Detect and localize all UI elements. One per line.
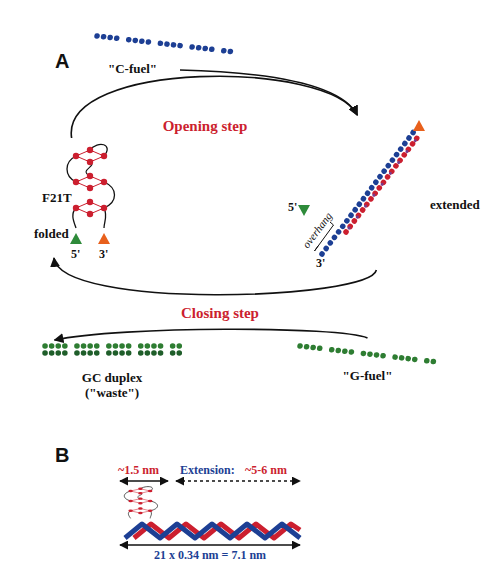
step-label: Opening step	[145, 118, 265, 135]
node-label: F21T	[42, 190, 82, 205]
state-box: F21T folded	[32, 138, 120, 258]
five-prime-marker	[70, 233, 82, 244]
node-label: extended	[430, 197, 482, 212]
state-box: extended	[290, 115, 482, 270]
state-box: "G-fuel"	[295, 338, 440, 384]
g-fuel-strand	[300, 346, 437, 362]
three-prime-marker	[413, 120, 425, 131]
gc-duplex-strand	[45, 350, 180, 356]
annotation: 5'	[71, 247, 80, 261]
node-label: GC duplex ("waste")	[73, 370, 151, 400]
cycle-arrow	[55, 329, 368, 340]
cycle-arrow	[180, 70, 357, 115]
step-label: Closing step	[160, 305, 280, 322]
c-fuel-strand	[97, 36, 235, 52]
f21t-strand-accent	[349, 137, 418, 228]
quadruplex-small	[124, 487, 157, 519]
dimension-arrow	[120, 480, 168, 481]
gc-duplex-strand	[45, 343, 180, 349]
state-box: GC duplex ("waste")	[40, 340, 185, 404]
five-prime-marker	[298, 205, 310, 216]
panel-letter: B	[55, 444, 69, 466]
panel-letter: A	[55, 50, 69, 72]
three-prime-marker	[98, 233, 110, 244]
cycle-arrow	[71, 76, 357, 138]
c-strand	[322, 130, 415, 254]
node-label: folded	[34, 226, 79, 241]
annotation: ~5-6 nm	[245, 463, 287, 477]
annotation: 5'	[288, 200, 297, 214]
annotation: Extension:	[180, 463, 235, 477]
state-box: "C-fuel"	[85, 60, 180, 80]
quadruplex	[67, 144, 115, 228]
cycle-arrow	[54, 258, 376, 295]
dimension-arrow	[176, 480, 300, 481]
node-label: "C-fuel"	[85, 61, 180, 76]
node-label: "G-fuel"	[330, 368, 405, 383]
annotation: ~1.5 nm	[118, 463, 159, 477]
annotation: 21 x 0.34 nm = 7.1 nm	[110, 548, 310, 562]
annotation: 3'	[316, 256, 325, 270]
dimension-arrow	[120, 544, 300, 545]
annotation: 3'	[99, 247, 108, 261]
f21t-strand	[346, 134, 420, 232]
duplex-ribbon	[125, 524, 300, 538]
